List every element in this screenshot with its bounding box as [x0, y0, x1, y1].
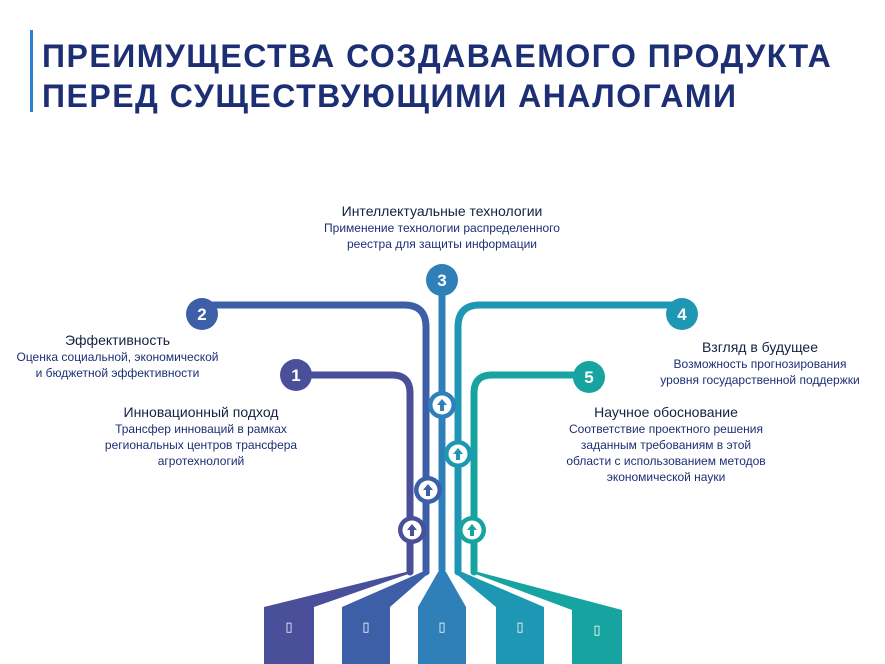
branch-line-4	[454, 301, 686, 576]
item-5-text: Научное обоснование Соответствие проектн…	[550, 403, 782, 485]
document-icon: ▯	[438, 620, 445, 635]
document-icon: ▯	[593, 623, 600, 638]
item-1-text: Инновационный подход Трансфер инноваций …	[92, 403, 310, 469]
arrow-up-icon	[398, 516, 426, 544]
arrow-up-icon	[458, 516, 486, 544]
item-heading: Эффективность	[64, 332, 171, 348]
arrow-up-icon	[428, 391, 456, 419]
item-heading: Взгляд в будущее	[701, 339, 819, 355]
document-icon: ▯	[362, 620, 369, 635]
branch-line-1	[292, 371, 414, 576]
item-description: Трансфер инноваций в рамках	[115, 422, 287, 436]
document-icon: ▯	[516, 620, 523, 635]
item-description: и бюджетной эффективности	[35, 366, 200, 380]
badge-2: 2	[186, 298, 218, 330]
wedge-5	[470, 572, 622, 610]
item-description: экономической науки	[606, 470, 726, 484]
wedge-4	[454, 572, 544, 607]
box-1	[264, 607, 314, 664]
item-heading: Интеллектуальные технологии	[341, 203, 543, 219]
item-description: Соответствие проектного решения	[568, 422, 763, 436]
item-2-text: Эффективность Оценка социальной, экономи…	[0, 331, 235, 381]
badge-3: 3	[426, 264, 458, 296]
badge-number: 1	[291, 366, 300, 385]
badge-1: 1	[280, 359, 312, 391]
document-icon: ▯	[285, 620, 292, 635]
badge-number: 2	[197, 305, 206, 324]
badge-5: 5	[573, 361, 605, 393]
branch-line-2	[198, 301, 430, 576]
box-2	[342, 607, 390, 664]
item-heading: Инновационный подход	[123, 404, 279, 420]
box-3	[418, 607, 466, 664]
title-line-2: ПЕРЕД СУЩЕСТВУЮЩИМИ АНАЛОГАМИ	[42, 78, 738, 114]
item-description: реестра для защиты информации	[347, 237, 537, 251]
badge-number: 4	[677, 305, 687, 324]
item-3-text: Интеллектуальные технологии Применение т…	[292, 202, 592, 252]
badge-number: 3	[437, 271, 446, 290]
box-5	[572, 610, 622, 664]
wedge-1	[264, 572, 414, 607]
item-description: заданным требованиям в этой	[580, 438, 752, 452]
page-title: ПРЕИМУЩЕСТВА СОЗДАВАЕМОГО ПРОДУКТА ПЕРЕД…	[42, 36, 872, 116]
wedge-2	[342, 572, 430, 607]
branch-line-5	[470, 371, 593, 576]
badge-number: 5	[584, 368, 593, 387]
item-description: региональных центров трансфера	[104, 438, 298, 452]
item-description: Возможность прогнозирования	[673, 357, 847, 371]
arrow-up-icon	[444, 440, 472, 468]
title-accent-bar	[30, 30, 33, 112]
box-4	[496, 607, 544, 664]
item-heading: Научное обоснование	[594, 404, 738, 420]
item-4-text: Взгляд в будущее Возможность прогнозиров…	[642, 338, 878, 388]
arrow-up-icon	[414, 476, 442, 504]
badge-4: 4	[666, 298, 698, 330]
item-description: Применение технологии распределенного	[324, 221, 560, 235]
title-line-1: ПРЕИМУЩЕСТВА СОЗДАВАЕМОГО ПРОДУКТА	[42, 38, 833, 74]
item-description: уровня государственной поддержки	[660, 373, 860, 387]
item-description: Оценка социальной, экономической	[16, 350, 219, 364]
wedge-3	[418, 572, 466, 607]
item-description: области с использованием методов	[566, 454, 766, 468]
item-description: агротехнологий	[157, 454, 245, 468]
